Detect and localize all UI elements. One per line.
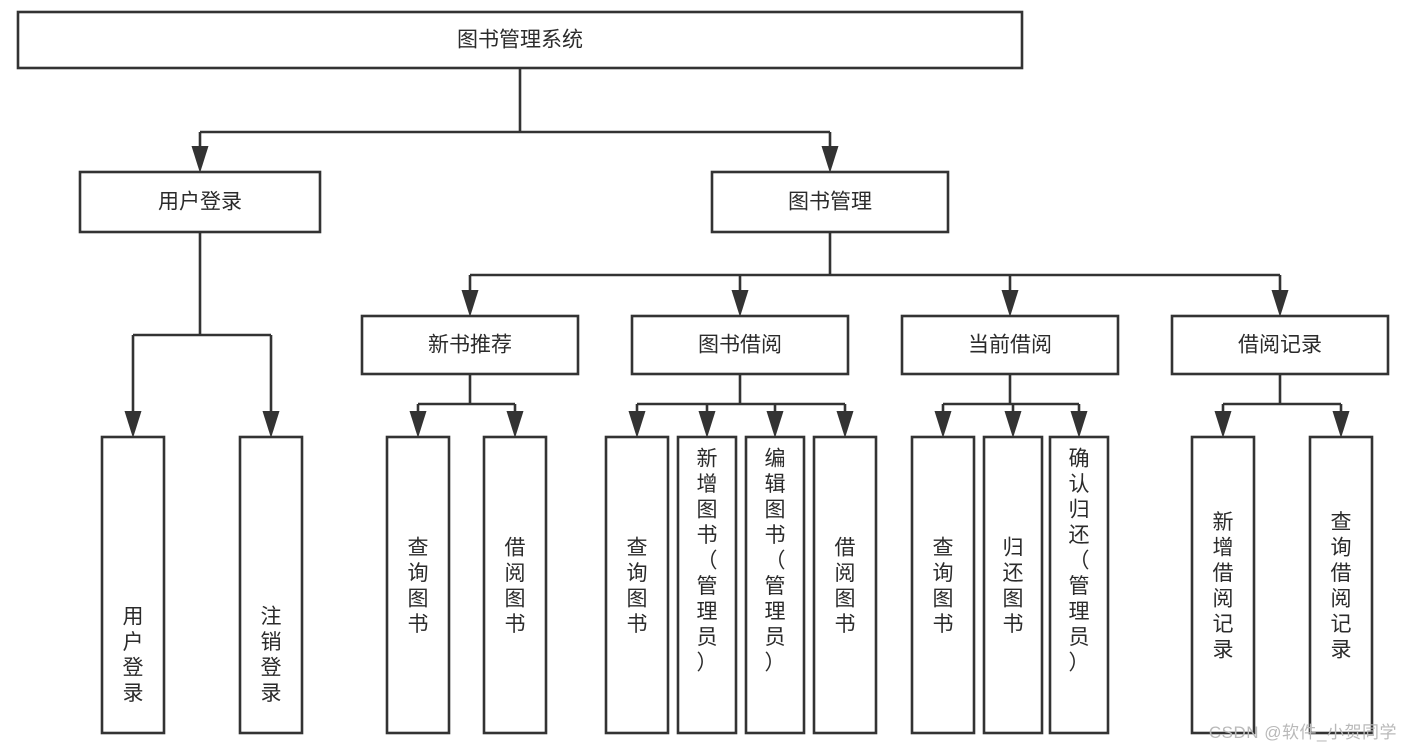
node-leaf-current-query[interactable]: 查询图书 xyxy=(910,435,976,735)
node-box[interactable] xyxy=(78,170,322,234)
node-box[interactable] xyxy=(1170,314,1390,376)
arrow-head-icon xyxy=(1070,411,1088,438)
node-box[interactable] xyxy=(744,435,806,735)
node-box[interactable] xyxy=(238,435,304,735)
arrow-head-icon xyxy=(1004,411,1022,438)
node-label: 归还图书 xyxy=(1003,536,1024,636)
arrow-head-icon xyxy=(506,411,524,438)
node-leaf-newbook-query[interactable]: 查询图书 xyxy=(385,435,451,735)
watermark-label: CSDN @软件_小贺同学 xyxy=(1208,723,1397,742)
node-newbook[interactable]: 新书推荐 xyxy=(360,314,580,376)
node-box[interactable] xyxy=(676,435,738,735)
node-current[interactable]: 当前借阅 xyxy=(900,314,1120,376)
node-label: 借阅记录 xyxy=(1238,334,1322,357)
node-label: 图书管理系统 xyxy=(457,29,583,52)
node-records[interactable]: 借阅记录 xyxy=(1170,314,1390,376)
node-label: 确认归还（管理员） xyxy=(1069,447,1090,674)
node-leaf-borrow-edit[interactable]: 编辑图书（管理员） xyxy=(744,435,806,735)
node-box[interactable] xyxy=(604,435,670,735)
node-leaf-user-logout[interactable]: 注销登录 xyxy=(238,435,304,735)
arrow-head-icon xyxy=(191,146,209,173)
node-leaf-records-add[interactable]: 新增借阅记录 xyxy=(1190,435,1256,735)
connector-group-newbook xyxy=(409,374,524,438)
arrow-head-icon xyxy=(1332,411,1350,438)
node-label: 新书推荐 xyxy=(428,334,512,357)
node-box[interactable] xyxy=(16,10,1024,70)
node-login[interactable]: 用户登录 xyxy=(78,170,322,234)
node-leaf-current-return[interactable]: 归还图书 xyxy=(982,435,1044,735)
node-bookmgmt[interactable]: 图书管理 xyxy=(710,170,950,234)
arrow-head-icon xyxy=(1001,290,1019,317)
node-label: 注销登录 xyxy=(261,605,282,705)
node-label: 查询借阅记录 xyxy=(1331,511,1352,662)
arrow-head-icon xyxy=(766,411,784,438)
node-box[interactable] xyxy=(1190,435,1256,735)
node-box[interactable] xyxy=(100,435,166,735)
node-label: 借阅图书 xyxy=(505,536,526,636)
connector-group-borrow xyxy=(628,374,854,438)
node-box[interactable] xyxy=(360,314,580,376)
node-box[interactable] xyxy=(900,314,1120,376)
node-borrow[interactable]: 图书借阅 xyxy=(630,314,850,376)
node-label: 图书借阅 xyxy=(698,334,782,357)
node-layer: 图书管理系统用户登录图书管理新书推荐图书借阅当前借阅借阅记录用户登录注销登录查询… xyxy=(16,10,1390,735)
node-label: 编辑图书（管理员） xyxy=(765,447,786,674)
node-leaf-user-login[interactable]: 用户登录 xyxy=(100,435,166,735)
node-leaf-newbook-borrow[interactable]: 借阅图书 xyxy=(482,435,548,735)
arrow-head-icon xyxy=(124,411,142,438)
connector-group-bookmgmt xyxy=(461,232,1289,317)
node-leaf-records-query[interactable]: 查询借阅记录 xyxy=(1308,435,1374,735)
node-label: 查询图书 xyxy=(408,536,429,636)
node-box[interactable] xyxy=(910,435,976,735)
connector-layer xyxy=(124,68,1350,438)
node-label: 新增借阅记录 xyxy=(1213,511,1234,662)
node-label: 查询图书 xyxy=(933,536,954,636)
node-label: 图书管理 xyxy=(788,191,872,214)
arrow-head-icon xyxy=(698,411,716,438)
arrow-head-icon xyxy=(934,411,952,438)
node-box[interactable] xyxy=(710,170,950,234)
connector-group-current xyxy=(934,374,1088,438)
node-label: 借阅图书 xyxy=(835,536,856,636)
connector-group-root xyxy=(191,68,839,173)
node-leaf-current-confirm[interactable]: 确认归还（管理员） xyxy=(1048,435,1110,735)
node-leaf-borrow-query[interactable]: 查询图书 xyxy=(604,435,670,735)
connector-group-records xyxy=(1214,374,1350,438)
node-label: 用户登录 xyxy=(123,605,144,705)
node-label: 当前借阅 xyxy=(968,334,1052,357)
node-leaf-borrow-add[interactable]: 新增图书（管理员） xyxy=(676,435,738,735)
arrow-head-icon xyxy=(731,290,749,317)
arrow-head-icon xyxy=(821,146,839,173)
connector-group-login xyxy=(124,232,280,438)
node-label: 查询图书 xyxy=(627,536,648,636)
node-box[interactable] xyxy=(630,314,850,376)
arrow-head-icon xyxy=(461,290,479,317)
node-label: 新增图书（管理员） xyxy=(697,447,718,674)
node-box[interactable] xyxy=(1048,435,1110,735)
arrow-head-icon xyxy=(836,411,854,438)
node-box[interactable] xyxy=(812,435,878,735)
arrow-head-icon xyxy=(1271,290,1289,317)
node-box[interactable] xyxy=(482,435,548,735)
node-label: 用户登录 xyxy=(158,191,242,214)
node-leaf-borrow-lend[interactable]: 借阅图书 xyxy=(812,435,878,735)
node-root[interactable]: 图书管理系统 xyxy=(16,10,1024,70)
arrow-head-icon xyxy=(628,411,646,438)
node-box[interactable] xyxy=(982,435,1044,735)
arrow-head-icon xyxy=(409,411,427,438)
arrow-head-icon xyxy=(1214,411,1232,438)
node-box[interactable] xyxy=(385,435,451,735)
arrow-head-icon xyxy=(262,411,280,438)
node-box[interactable] xyxy=(1308,435,1374,735)
